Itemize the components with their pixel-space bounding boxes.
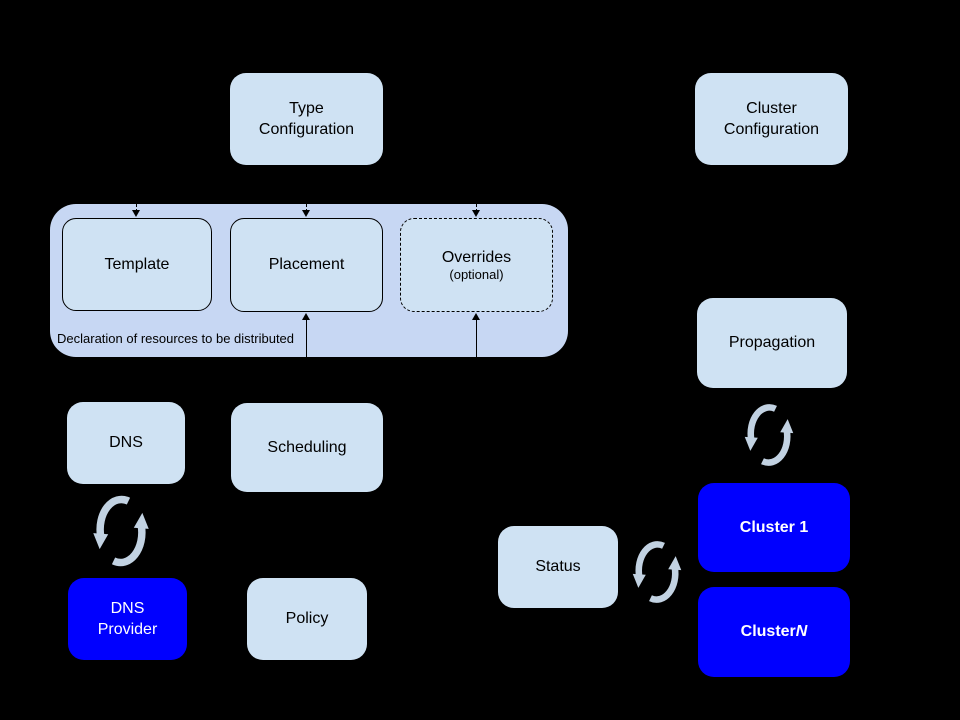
node-status: Status	[498, 526, 618, 608]
arrowhead-up-overrides	[472, 313, 480, 320]
node-overrides: Overrides (optional)	[400, 218, 553, 312]
node-dns-provider: DNS Provider	[68, 578, 187, 660]
connector-dashed-placement	[306, 204, 307, 212]
connector-solid-overrides	[476, 319, 477, 357]
declaration-note: Declaration of resources to be distribut…	[57, 331, 295, 346]
node-cluster-configuration: Cluster Configuration	[695, 73, 848, 165]
node-scheduling: Scheduling	[231, 403, 383, 492]
overrides-label: Overrides	[441, 249, 512, 267]
overrides-sublabel: (optional)	[449, 267, 504, 283]
connector-dashed-template	[136, 204, 137, 212]
connector-dashed-overrides	[476, 204, 477, 212]
node-cluster-1: Cluster 1	[698, 483, 850, 572]
arrowhead-overrides	[472, 210, 480, 217]
node-cluster-n: Cluster N	[698, 587, 850, 677]
sync-icon	[89, 489, 153, 573]
node-placement: Placement	[230, 218, 383, 312]
arrowhead-up-placement	[302, 313, 310, 320]
node-propagation: Propagation	[697, 298, 847, 388]
node-template: Template	[62, 218, 212, 311]
connector-solid-placement	[306, 319, 307, 357]
sync-icon	[629, 534, 685, 610]
cluster-n-suffix: N	[795, 623, 808, 641]
arrowhead-template	[132, 210, 140, 217]
cluster-n-prefix: Cluster	[740, 623, 796, 641]
sync-icon	[741, 397, 797, 473]
node-type-configuration: Type Configuration	[230, 73, 383, 165]
node-policy: Policy	[247, 578, 367, 660]
node-dns: DNS	[67, 402, 185, 484]
arrowhead-placement	[302, 210, 310, 217]
